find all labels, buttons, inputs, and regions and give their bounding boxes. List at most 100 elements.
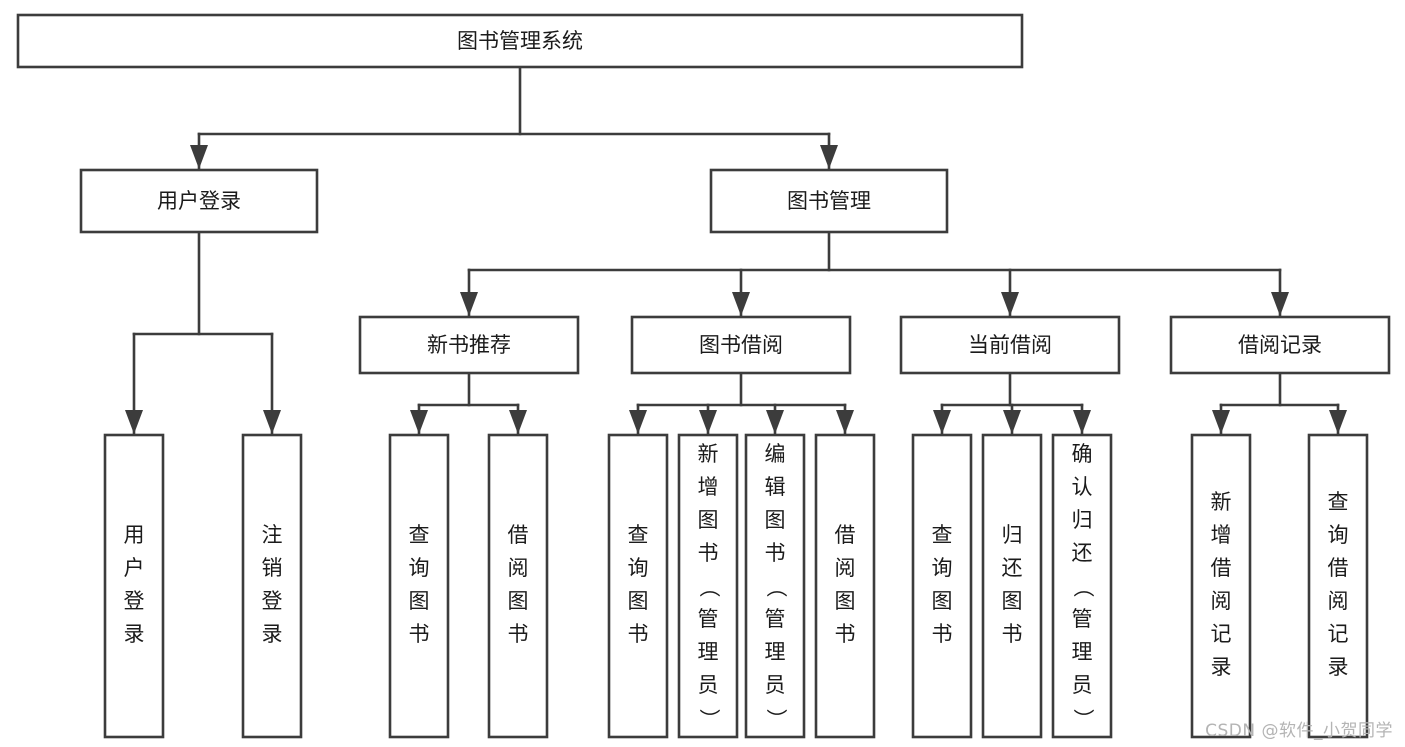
arrow-head-icon	[933, 410, 951, 434]
node-label-char: 理	[1072, 640, 1093, 664]
node-label-char: 理	[765, 640, 786, 664]
node-label-char: 书	[1002, 622, 1023, 646]
node-label-char: 管	[698, 607, 719, 631]
node-label-char: 记	[1211, 622, 1232, 646]
arrow-head-icon	[263, 410, 281, 434]
node-label-char: 查	[1328, 490, 1349, 514]
node-label-char: 编	[765, 442, 786, 466]
watermark-label: CSDN @软件_小贺同学	[1205, 721, 1393, 741]
node-book-manage[interactable]: 图书管理	[709, 168, 949, 234]
node-label-char: 登	[262, 589, 283, 613]
node-label-char: 图	[765, 508, 786, 532]
node-label-char: 户	[124, 556, 145, 580]
node-user-login[interactable]: 用户登录	[79, 168, 319, 234]
node-label-char: 理	[698, 640, 719, 664]
node-label-char: ）	[1071, 709, 1095, 730]
node-leaf-user-login[interactable]: 用户登录	[103, 433, 165, 739]
node-label-char: 书	[765, 541, 786, 565]
node-label-char: 增	[1211, 523, 1232, 547]
node-label-char: 阅	[835, 556, 856, 580]
arrow-head-icon	[820, 145, 838, 169]
node-current-borrow[interactable]: 当前借阅	[899, 315, 1121, 375]
arrow-head-icon	[190, 145, 208, 169]
node-new-book-recommend[interactable]: 新书推荐	[358, 315, 580, 375]
node-label-char: 管	[765, 607, 786, 631]
node-label-char: 图	[1002, 589, 1023, 613]
arrow-head-icon	[732, 292, 750, 316]
node-label-char: 员	[698, 673, 719, 697]
node-label-char: 记	[1328, 622, 1349, 646]
node-label-char: 确	[1072, 442, 1093, 466]
node-label-char: ）	[764, 709, 788, 730]
node-label-char: 借	[1211, 556, 1232, 580]
node-label-char: 书	[835, 622, 856, 646]
node-label-char: 借	[835, 523, 856, 547]
node-label: 图书管理系统	[457, 29, 583, 53]
arrow-head-icon	[410, 410, 428, 434]
node-label-char: 阅	[1211, 589, 1232, 613]
arrow-head-icon	[836, 410, 854, 434]
node-label-char: 还	[1072, 541, 1093, 565]
node-borrow-record[interactable]: 借阅记录	[1169, 315, 1391, 375]
node-label-char: 归	[1072, 508, 1093, 532]
node-label-char: 书	[698, 541, 719, 565]
node-label-char: 阅	[1328, 589, 1349, 613]
node-label-char: 书	[932, 622, 953, 646]
node-label-char: 借	[1328, 556, 1349, 580]
node-label: 新书推荐	[427, 333, 511, 357]
node-label-char: 销	[262, 556, 283, 580]
connector-lines-group	[125, 65, 1347, 436]
node-label-char: 录	[1211, 655, 1232, 679]
arrow-head-icon	[509, 410, 527, 434]
node-label-char: 录	[1328, 655, 1349, 679]
node-label-char: 书	[628, 622, 649, 646]
node-label-char: 录	[262, 622, 283, 646]
node-label: 图书借阅	[699, 333, 783, 357]
node-book-borrow[interactable]: 图书借阅	[630, 315, 852, 375]
node-label: 图书管理	[787, 189, 871, 213]
node-label-char: 员	[1072, 673, 1093, 697]
arrow-head-icon	[1073, 410, 1091, 434]
node-label-char: 图	[628, 589, 649, 613]
node-label-char: 查	[932, 523, 953, 547]
node-label: 当前借阅	[968, 333, 1052, 357]
node-root[interactable]: 图书管理系统	[16, 13, 1024, 69]
arrow-head-icon	[1003, 410, 1021, 434]
node-label-char: 管	[1072, 607, 1093, 631]
node-label-char: 认	[1072, 475, 1093, 499]
node-label-char: 书	[409, 622, 430, 646]
node-label-char: （	[1071, 577, 1095, 598]
node-label-char: 员	[765, 673, 786, 697]
node-label-char: 查	[409, 523, 430, 547]
node-label-char: 图	[508, 589, 529, 613]
node-label: 借阅记录	[1238, 333, 1322, 357]
node-label-char: 询	[932, 556, 953, 580]
node-label-char: 借	[508, 523, 529, 547]
arrow-head-icon	[1329, 410, 1347, 434]
node-label-char: 增	[698, 475, 719, 499]
node-label-char: 录	[124, 622, 145, 646]
node-label-char: （	[764, 577, 788, 598]
node-label-char: 询	[628, 556, 649, 580]
arrow-head-icon	[629, 410, 647, 434]
node-label-char: （	[697, 577, 721, 598]
node-label-char: 询	[409, 556, 430, 580]
arrow-head-icon	[125, 410, 143, 434]
node-label-char: 用	[124, 523, 145, 547]
arrow-head-icon	[460, 292, 478, 316]
node-label-char: 图	[409, 589, 430, 613]
